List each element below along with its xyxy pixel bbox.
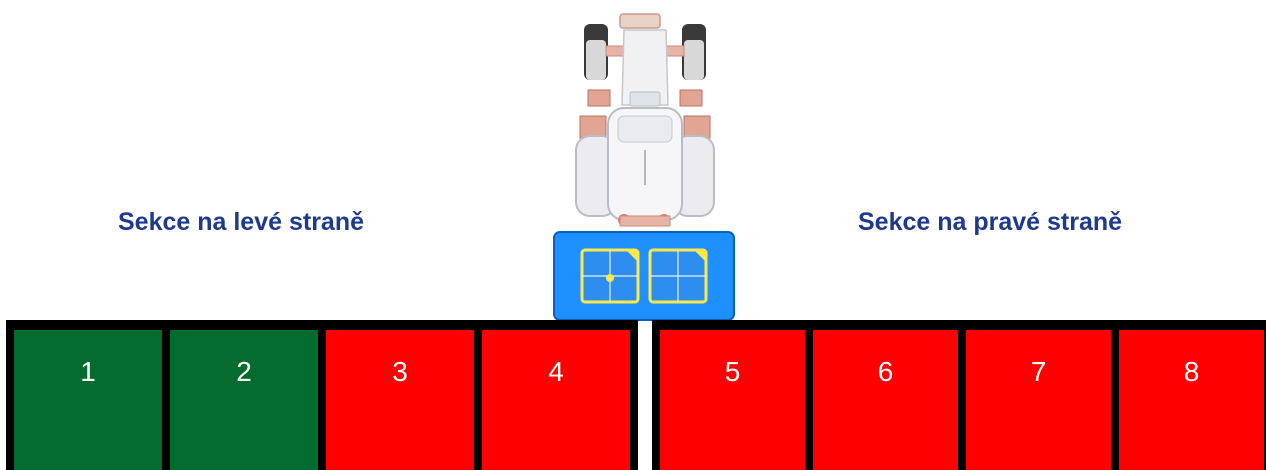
section-3[interactable]: 3 xyxy=(326,330,474,470)
section-7[interactable]: 7 xyxy=(966,330,1111,470)
seed-hopper-icon xyxy=(554,232,734,320)
right-side-label: Sekce na pravé straně xyxy=(858,208,1122,237)
tractor-top-view-icon xyxy=(552,10,738,322)
section-6[interactable]: 6 xyxy=(813,330,958,470)
section-8[interactable]: 8 xyxy=(1119,330,1264,470)
left-side-label: Sekce na levé straně xyxy=(118,208,364,237)
section-1[interactable]: 1 xyxy=(14,330,162,470)
section-2[interactable]: 2 xyxy=(170,330,318,470)
left-sections-bar: 1 2 3 4 xyxy=(6,320,638,470)
section-5[interactable]: 5 xyxy=(660,330,805,470)
section-4[interactable]: 4 xyxy=(482,330,630,470)
right-sections-bar: 5 6 7 8 xyxy=(652,320,1266,470)
